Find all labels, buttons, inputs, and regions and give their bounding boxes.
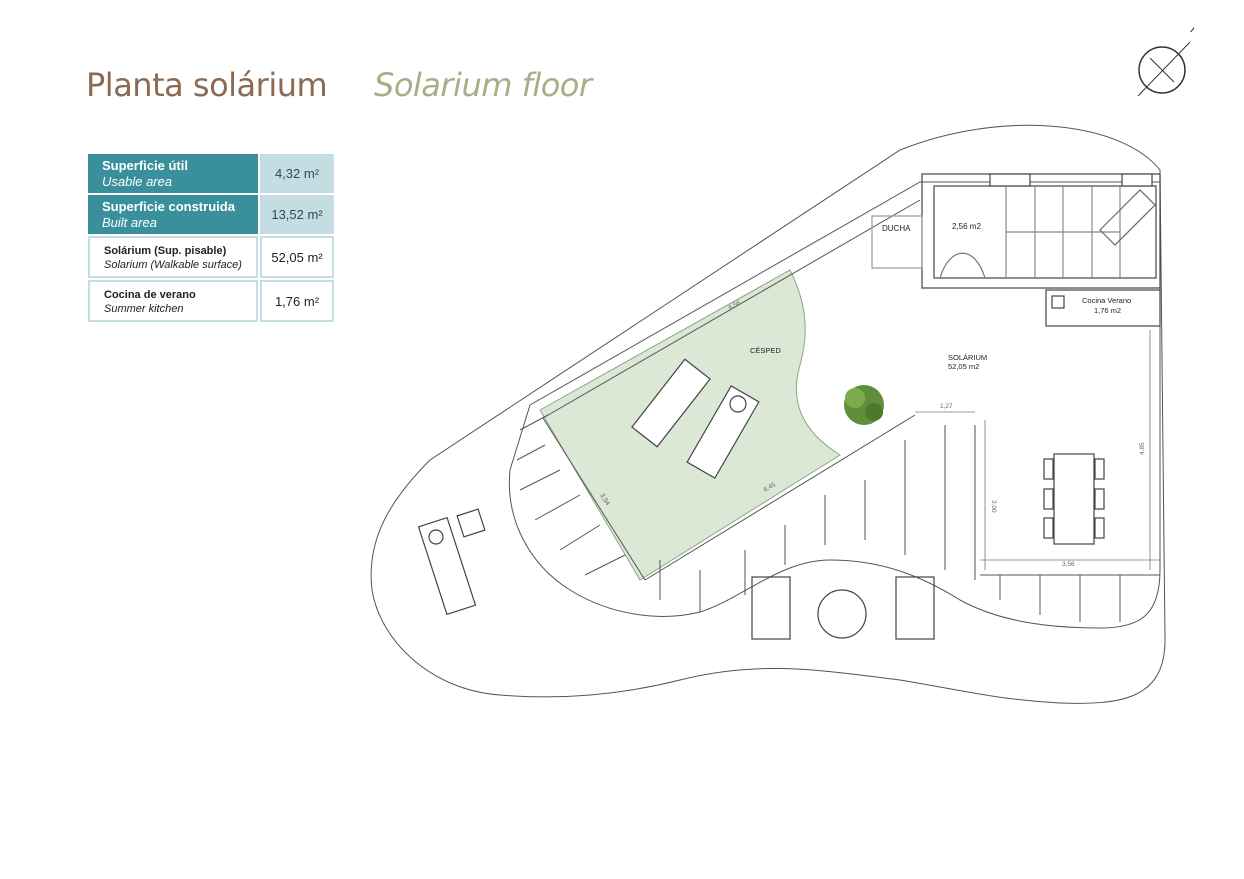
armchair	[751, 576, 791, 640]
dim-label: 1,27	[940, 403, 953, 410]
dim-label: 3,00	[990, 500, 997, 513]
shower	[871, 215, 923, 269]
dining-table	[1053, 453, 1095, 545]
dimension-lines	[915, 330, 1160, 570]
room-label-stair-area: 2,56 m2	[952, 222, 981, 231]
room-label-ducha: DUCHA	[882, 224, 911, 233]
round-table	[817, 589, 867, 639]
area-label: Superficie útil Usable area	[88, 154, 258, 193]
room-label-solarium: SOLÁRIUM	[948, 353, 987, 362]
side-table	[456, 508, 486, 538]
area-label: Cocina de verano Summer kitchen	[88, 280, 258, 322]
lounger-person	[428, 529, 444, 545]
dim-label: 3,56	[1062, 561, 1075, 568]
plot-boundary	[370, 124, 1166, 704]
area-table: Superficie útil Usable area 4,32 m² Supe…	[86, 152, 336, 324]
dim-label: 4,85	[1139, 442, 1146, 455]
terrace-outline	[508, 181, 1161, 629]
compass-north-label: N	[1188, 23, 1194, 39]
room-label-kitchen: Cocina Verano	[1082, 296, 1131, 305]
summer-kitchen	[1045, 289, 1161, 327]
area-label-en: Solarium (Walkable surface)	[104, 258, 242, 271]
area-label: Solárium (Sup. pisable) Solarium (Walkab…	[88, 236, 258, 278]
area-value: 52,05 m²	[260, 236, 334, 278]
room-label-cesped: CÉSPED	[750, 346, 781, 355]
room-label-kitchen-area: 1,76 m2	[1094, 306, 1121, 315]
area-label: Superficie construida Built area	[88, 195, 258, 234]
area-label-en: Summer kitchen	[104, 302, 184, 315]
page-title-es: Planta solárium	[86, 66, 328, 104]
area-value: 4,32 m²	[260, 154, 334, 193]
area-row-usable: Superficie útil Usable area 4,32 m²	[88, 154, 334, 193]
lounger-person	[729, 395, 747, 413]
area-value: 13,52 m²	[260, 195, 334, 234]
stair-block	[921, 173, 1161, 289]
lawn-area	[539, 269, 841, 581]
area-label-es: Superficie construida	[102, 199, 235, 214]
compass-icon: N	[1137, 23, 1194, 97]
area-row-built: Superficie construida Built area 13,52 m…	[88, 195, 334, 234]
area-label-en: Usable area	[102, 174, 173, 189]
page-title-en: Solarium floor	[374, 66, 592, 104]
area-row-kitchen: Cocina de verano Summer kitchen 1,76 m²	[88, 280, 334, 322]
armchair	[895, 576, 935, 640]
area-label-en: Built area	[102, 215, 157, 230]
planter-ribs	[516, 414, 1160, 622]
room-label-solarium-area: 52,05 m2	[948, 362, 979, 371]
lounger	[631, 358, 711, 448]
area-value: 1,76 m²	[260, 280, 334, 322]
area-row-solarium: Solárium (Sup. pisable) Solarium (Walkab…	[88, 236, 334, 278]
area-label-es: Solárium (Sup. pisable)	[104, 244, 227, 257]
area-label-es: Superficie útil	[102, 158, 188, 173]
area-label-es: Cocina de verano	[104, 288, 196, 301]
tree-icon	[844, 385, 884, 425]
